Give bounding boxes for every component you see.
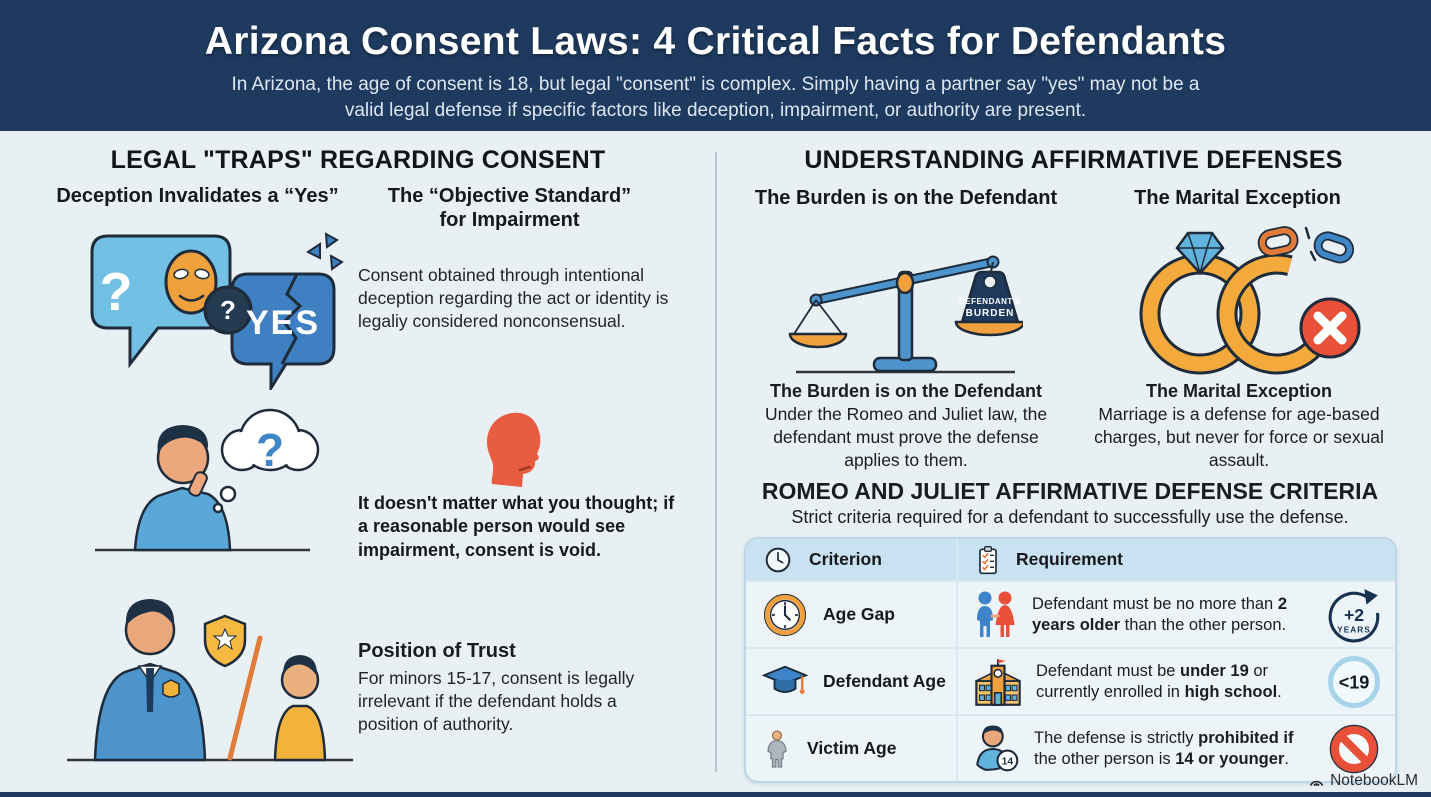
theater-mask-icon [164,249,218,315]
broken-chain-icon [1257,226,1355,264]
deception-heading: Deception Invalidates a “Yes” [56,185,339,207]
table-row-victim-age: Victim Age 14 The defense is strictly pr… [746,714,1395,781]
page-title: Arizona Consent Laws: 4 Critical Facts f… [204,20,1227,63]
table-row-defendant-age: Defendant Age [746,647,1395,714]
marital-caption-title: The Marital Exception [1145,381,1333,401]
marital-caption: The Marital Exception Marriage is a defe… [1083,380,1395,472]
defendants-burden-weight: DEFENDANT'S BURDEN [954,270,1023,337]
table-header-row: Criterion Requirement [746,539,1395,580]
criteria-subtitle: Strict criteria required for a defendant… [791,507,1349,527]
notebooklm-attribution: NotebookLM [1308,772,1418,790]
plus-2-years-badge: +2 YEARS [1328,588,1380,642]
scales-of-justice-illustration: DEFENDANT'S BURDEN [788,255,1023,374]
criterion-defendant-age: Defendant Age [823,671,946,691]
under-19-badge: <19 [1328,655,1380,708]
dark-bubble-circle [203,285,253,335]
burden-caption-title: The Burden is on the Defendant [769,381,1042,401]
svg-text:+2: +2 [1344,605,1364,625]
right-section-title: UNDERSTANDING AFFIRMATIVE DEFENSES [804,146,1343,174]
svg-text:DEFENDANT'S: DEFENDANT'S [959,297,1021,306]
thinking-man-illustration: ? [95,408,320,552]
red-head-silhouette-icon [487,412,541,487]
diagonal-stick [227,635,263,761]
school-building-icon [975,658,1021,706]
badge-shield-icon [203,614,247,668]
table-row-age-gap: Age Gap Defendant must be no more than 2… [746,580,1395,647]
marital-rings-illustration [1139,226,1361,375]
header-banner: Arizona Consent Laws: 4 Critical Facts f… [0,0,1431,131]
requirement-age-gap: Defendant must be no more than 2 years o… [1032,594,1288,634]
notebooklm-logo-icon [1310,780,1324,786]
crack-line [280,273,303,365]
criterion-age-gap: Age Gap [823,604,895,624]
criteria-title: ROMEO AND JULIET AFFIRMATIVE DEFENSE CRI… [761,478,1379,504]
requirement-header-label: Requirement [1016,549,1123,569]
couple-icon [977,591,1015,637]
bottom-accent-bar [0,792,1431,797]
question-mark-small-icon: ? [220,295,236,325]
impairment-body-text: It doesn't matter what you thought; if a… [358,493,675,560]
marital-heading: The Marital Exception [1134,187,1341,209]
criterion-victim-age: Victim Age [807,738,897,758]
orange-clock-icon [763,593,807,636]
requirement-victim-age: The defense is strictly prohibited if th… [1034,728,1294,768]
trust-heading: Position of Trust [358,640,516,662]
page-subtitle: In Arizona, the age of consent is 18, bu… [231,74,1200,121]
requirement-defendant-age: Defendant must be under 19 or currently … [1036,661,1282,701]
prohibited-icon [1329,724,1379,773]
criteria-table: Criterion Requirement [744,537,1397,783]
person-age-14-icon: 14 [976,725,1019,771]
diamond-icon [1175,231,1225,276]
burden-caption: The Burden is on the Defendant Under the… [748,380,1064,472]
graduation-cap-icon [762,665,808,694]
position-of-trust-illustration [67,599,353,762]
trust-body-text: For minors 15-17, consent is legally irr… [358,668,635,735]
question-mark-icon: ? [100,262,133,322]
thought-question-mark-icon: ? [256,424,284,476]
deception-speech-bubbles-illustration: ? ? YES [90,232,344,390]
marital-caption-body: Marriage is a defense for age-based char… [1094,404,1384,470]
clock-icon [765,547,791,572]
deception-body-text: Consent obtained through intentional dec… [358,265,669,332]
burden-heading: The Burden is on the Defendant [754,187,1058,209]
svg-text:<19: <19 [1339,672,1370,692]
svg-text:YEARS: YEARS [1337,625,1371,634]
bubble-shards [306,232,344,271]
thought-bubble: ? [212,408,320,514]
impairment-heading: The “Objective Standard” for Impairment [387,185,632,231]
clipboard-checklist-icon [979,545,997,574]
gray-person-icon [767,729,787,768]
burden-caption-body: Under the Romeo and Juliet law, the defe… [764,404,1048,470]
column-divider [715,152,717,772]
red-x-icon [1299,297,1361,359]
svg-text:14: 14 [1002,756,1014,767]
svg-text:BURDEN: BURDEN [966,308,1015,319]
notebooklm-label: NotebookLM [1330,772,1418,789]
yes-bubble-text: YES [246,304,320,342]
left-section-title: LEGAL "TRAPS" REGARDING CONSENT [110,146,606,174]
criterion-header-label: Criterion [809,549,882,569]
